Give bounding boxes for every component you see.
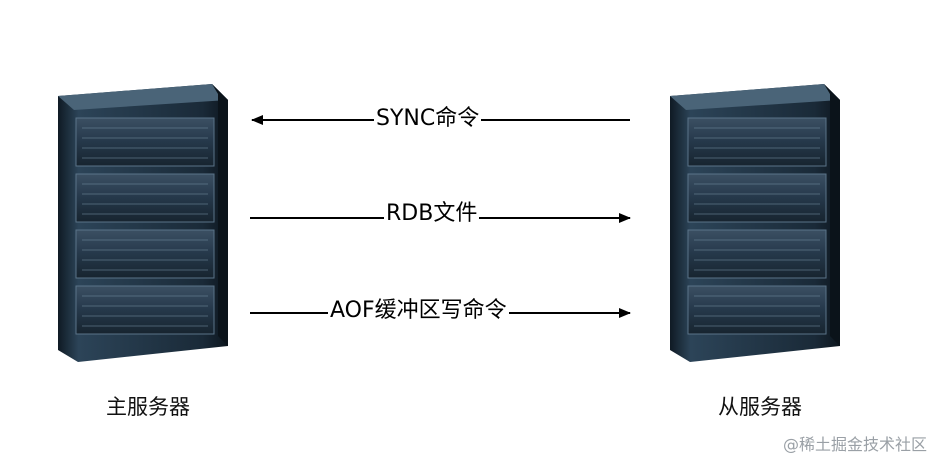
master-server-label: 主服务器 (106, 395, 190, 419)
sync-command-label: SYNC命令 (374, 106, 482, 132)
slave-server-label: 从服务器 (718, 395, 802, 419)
watermark: @稀土掘金技术社区 (782, 435, 927, 454)
aof-buffer-label: AOF缓冲区写命令 (328, 298, 509, 324)
master-server-icon (58, 84, 228, 362)
slave-server-icon (670, 84, 840, 362)
rdb-file-label: RDB文件 (384, 201, 480, 227)
